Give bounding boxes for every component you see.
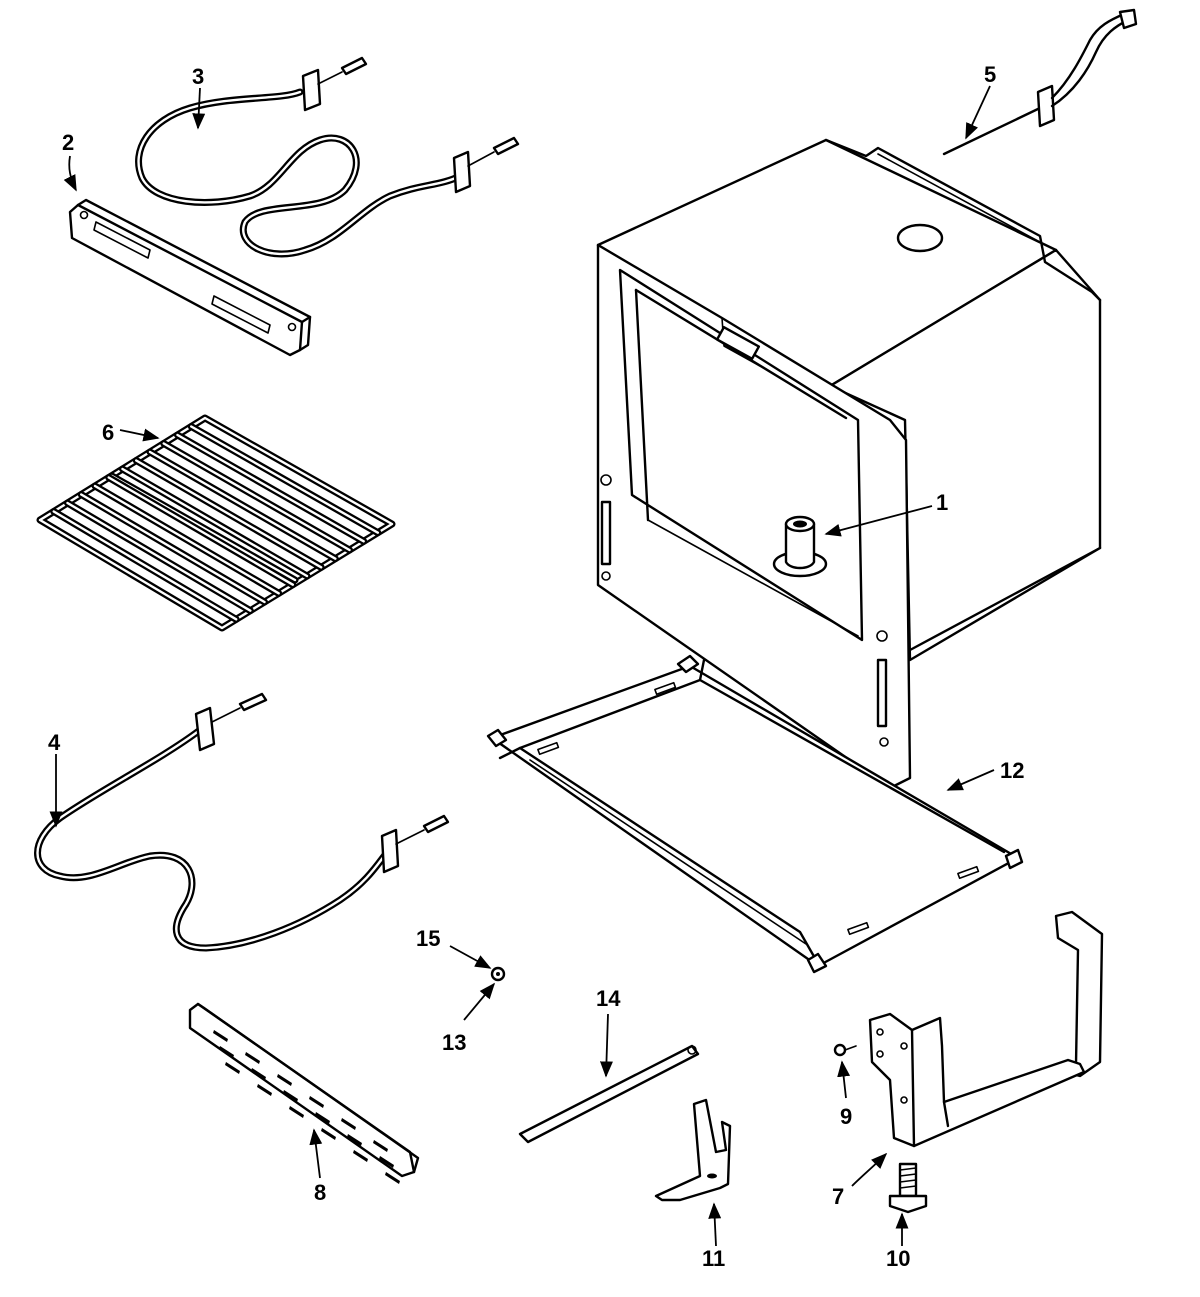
callout-15: 15 xyxy=(416,926,440,951)
callout-10: 10 xyxy=(886,1246,910,1271)
element-fitting-part-1 xyxy=(772,515,828,578)
callout-labels: 1 2 3 4 5 6 7 8 9 10 11 12 13 14 15 xyxy=(48,62,1024,1271)
bracket-slot xyxy=(289,1106,304,1118)
bracket-slot xyxy=(283,1090,298,1102)
callout-5: 5 xyxy=(984,62,996,87)
bottom-pan-part-12 xyxy=(486,654,1024,974)
rear-bracket-part-8 xyxy=(188,1002,420,1184)
rack-rod xyxy=(52,510,238,621)
rack-rod xyxy=(80,493,266,604)
callout-2: 2 xyxy=(62,130,74,155)
rack-rod xyxy=(190,425,380,534)
bracket-slot xyxy=(373,1140,388,1152)
oven-cavity xyxy=(596,138,1102,790)
leveling-leg-part-10 xyxy=(888,1162,928,1214)
screw-part-9 xyxy=(833,1043,857,1057)
rack-rod xyxy=(176,433,365,543)
callout-3: 3 xyxy=(192,64,204,89)
bracket-slot xyxy=(347,1134,362,1146)
bracket-slot xyxy=(225,1062,240,1074)
bracket-slot xyxy=(341,1118,356,1130)
rack-rod xyxy=(162,442,351,552)
broil-bracket-part-2 xyxy=(68,198,312,357)
rack-rod xyxy=(93,484,280,595)
bracket-slot xyxy=(309,1096,324,1108)
rack-rod xyxy=(135,459,323,569)
bracket-slot xyxy=(257,1084,272,1096)
broil-element-part-3 xyxy=(135,56,520,258)
bracket-slot xyxy=(315,1112,330,1124)
callout-13: 13 xyxy=(442,1030,466,1055)
bracket-slot xyxy=(379,1156,394,1168)
callout-6: 6 xyxy=(102,420,114,445)
bracket-slot xyxy=(245,1052,260,1064)
callout-12: 12 xyxy=(1000,758,1024,783)
rack-rod xyxy=(121,467,309,578)
rack-rod xyxy=(107,476,295,586)
callout-11: 11 xyxy=(702,1246,725,1271)
bracket-slot xyxy=(251,1068,266,1080)
callout-14: 14 xyxy=(596,986,621,1011)
callout-1: 1 xyxy=(936,490,948,515)
leveling-bracket-part-7 xyxy=(868,910,1104,1148)
callout-4: 4 xyxy=(48,730,61,755)
bake-element-part-4 xyxy=(34,692,450,952)
callout-9: 9 xyxy=(840,1104,852,1129)
clip-part-11 xyxy=(654,1098,732,1202)
bracket-slot xyxy=(385,1172,400,1184)
oven-sensor-part-5 xyxy=(942,8,1138,156)
bracket-slot xyxy=(321,1128,336,1140)
bracket-slot xyxy=(213,1030,228,1042)
bracket-slot xyxy=(277,1074,292,1086)
callout-8: 8 xyxy=(314,1180,326,1205)
rack-rod xyxy=(148,450,337,560)
bracket-slot xyxy=(353,1150,368,1162)
callout-7: 7 xyxy=(832,1184,844,1209)
screw-part-13-15 xyxy=(490,966,506,982)
rack-rod xyxy=(66,501,252,612)
bracket-slot xyxy=(219,1046,234,1058)
leader-lines xyxy=(49,85,995,1247)
oven-rack-part-6 xyxy=(36,414,396,632)
rod-part-14 xyxy=(518,1044,700,1144)
